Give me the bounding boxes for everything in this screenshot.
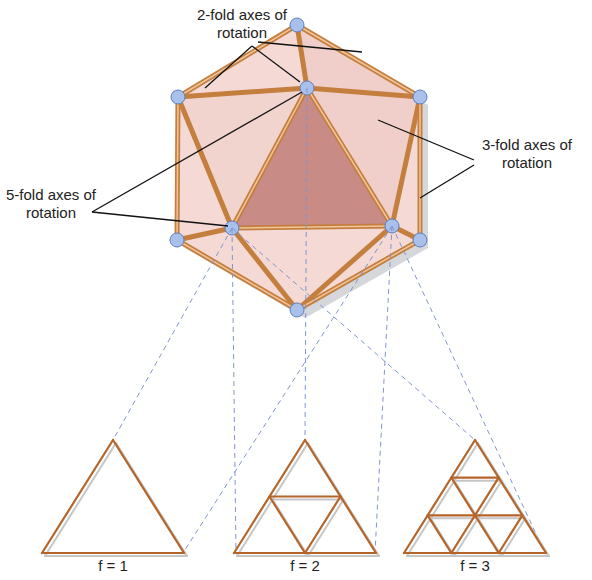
- subdivided-triangle: [404, 440, 549, 556]
- icosahedron-faces: [177, 25, 420, 310]
- central-face: [232, 88, 392, 228]
- subdivided-triangle: [234, 440, 379, 556]
- subdivision-label: f = 1: [83, 557, 143, 575]
- subdivision-label: f = 3: [445, 557, 505, 575]
- subdivision-label: f = 2: [275, 557, 335, 575]
- leader-lines: [92, 42, 474, 226]
- subdivided-triangle: [42, 440, 187, 556]
- axis-label: 3-fold axes of rotation: [472, 136, 582, 172]
- projection-lines: [113, 88, 545, 553]
- axis-label: 5-fold axes of rotation: [3, 186, 99, 222]
- icosahedron-edges: [177, 25, 420, 310]
- vertex-spheres: [170, 18, 427, 317]
- axis-label: 2-fold axes of rotation: [194, 6, 290, 42]
